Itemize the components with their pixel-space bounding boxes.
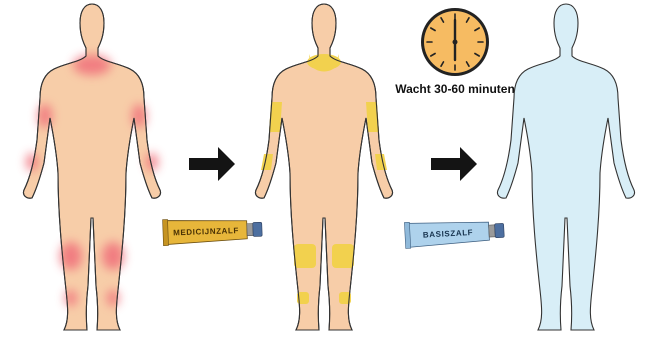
patch-right-elbow (132, 104, 146, 128)
medicine-tube: MEDICIJNZALF (163, 216, 263, 245)
patch-right-knee (332, 244, 354, 268)
body-silhouette (23, 4, 160, 330)
patch-neck (73, 55, 111, 75)
wait-time-caption: Wacht 30-60 minuten (395, 82, 515, 96)
arrow-right-icon (431, 147, 477, 181)
patch-right-wrist (375, 154, 387, 170)
patch-left-wrist (261, 154, 273, 170)
body-figure-inflamed (23, 4, 160, 330)
base-tube: BASISZALF (404, 217, 504, 248)
body-figure-base-layer (497, 4, 634, 330)
body-silhouette (497, 4, 634, 330)
patch-left-knee (294, 244, 316, 268)
patch-neck-fill (307, 54, 341, 70)
patch-left-elbow (38, 104, 52, 128)
clock-icon (421, 8, 489, 76)
body-silhouette (255, 4, 392, 330)
body-figure-medicated (255, 4, 392, 330)
arrow-right-icon (189, 147, 235, 181)
